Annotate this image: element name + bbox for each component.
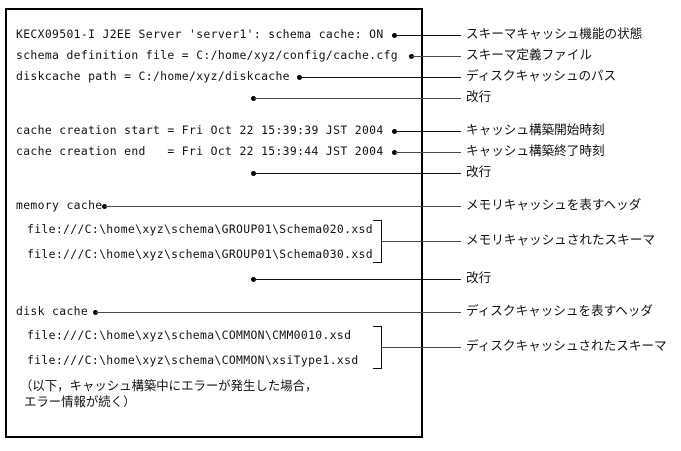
console-trailing-note: （以下，キャッシュ構築中にエラーが発生した場合， エラー情報が続く） [20, 378, 318, 409]
annotation-blank-line-3: 改行 [466, 270, 492, 285]
annotation-diskcache-path: ディスクキャッシュのパス [466, 68, 617, 83]
leader-line-disk-cached-schemas [382, 347, 461, 348]
leader-line-blank-line-1 [254, 98, 461, 99]
console-line-diskcache-path: diskcache path = C:/home/xyz/diskcache [16, 69, 290, 83]
annotation-schema-definition-file: スキーマ定義ファイル [466, 47, 592, 62]
annotation-memory-cached-schemas: メモリキャッシュされたスキーマ [466, 232, 655, 247]
console-line-schema-cache-state: KECX09501-I J2EE Server 'server1': schem… [16, 27, 384, 41]
console-line-disk-schema-xsitype1: file:///C:\home\xyz\schema\COMMON\xsiTyp… [27, 353, 359, 367]
leader-line-memory-cache-header [105, 206, 461, 207]
annotation-cache-creation-start: キャッシュ構築開始時刻 [466, 122, 605, 137]
annotation-blank-line-1: 改行 [466, 89, 492, 104]
leader-dot-cache-creation-end [392, 150, 397, 155]
console-line-schema-definition-file: schema definition file = C:/home/xyz/con… [16, 48, 399, 62]
leader-line-blank-line-3 [254, 279, 461, 280]
annotation-memory-cache-header: メモリキャッシュを表すヘッダ [466, 197, 642, 212]
leader-line-schema-cache-state [395, 35, 461, 36]
console-line-disk-cache-header: disk cache [16, 304, 89, 318]
leader-dot-schema-definition-file [409, 54, 414, 59]
console-line-memory-schema-030: file:///C:\home\xyz\schema\GROUP01\Schem… [27, 247, 373, 261]
annotation-disk-cache-header: ディスクキャッシュを表すヘッダ [466, 303, 653, 318]
leader-dot-memory-cache-header [102, 204, 107, 209]
leader-line-cache-creation-end [395, 152, 461, 153]
leader-line-disk-cache-header [96, 312, 461, 313]
leader-dot-blank-line-1 [251, 96, 256, 101]
leader-line-memory-cached-schemas [382, 241, 461, 242]
annotation-cache-creation-end: キャッシュ構築終了時刻 [466, 143, 605, 158]
console-line-memory-schema-020: file:///C:\home\xyz\schema\GROUP01\Schem… [27, 222, 373, 236]
disk-cache-group-bracket [373, 326, 382, 369]
console-line-cache-creation-start: cache creation start = Fri Oct 22 15:39:… [16, 123, 384, 137]
memory-cache-group-bracket [373, 220, 382, 263]
console-line-memory-cache-header: memory cache [16, 198, 103, 212]
annotation-blank-line-2: 改行 [466, 164, 492, 179]
leader-dot-blank-line-2 [251, 171, 256, 176]
leader-line-diskcache-path [300, 77, 461, 78]
leader-line-blank-line-2 [254, 173, 461, 174]
annotation-disk-cached-schemas: ディスクキャッシュされたスキーマ [466, 338, 667, 353]
leader-line-cache-creation-start [395, 131, 461, 132]
leader-dot-disk-cache-header [93, 310, 98, 315]
leader-dot-cache-creation-start [392, 129, 397, 134]
console-line-cache-creation-end: cache creation end = Fri Oct 22 15:39:44… [16, 144, 384, 158]
leader-dot-schema-cache-state [392, 33, 397, 38]
annotation-schema-cache-state: スキーマキャッシュ機能の状態 [466, 26, 643, 41]
leader-dot-blank-line-3 [251, 277, 256, 282]
console-line-disk-schema-cmm0010: file:///C:\home\xyz\schema\COMMON\CMM001… [27, 328, 352, 342]
leader-line-schema-definition-file [412, 56, 461, 57]
console-output-box [5, 8, 423, 438]
leader-dot-diskcache-path [297, 75, 302, 80]
